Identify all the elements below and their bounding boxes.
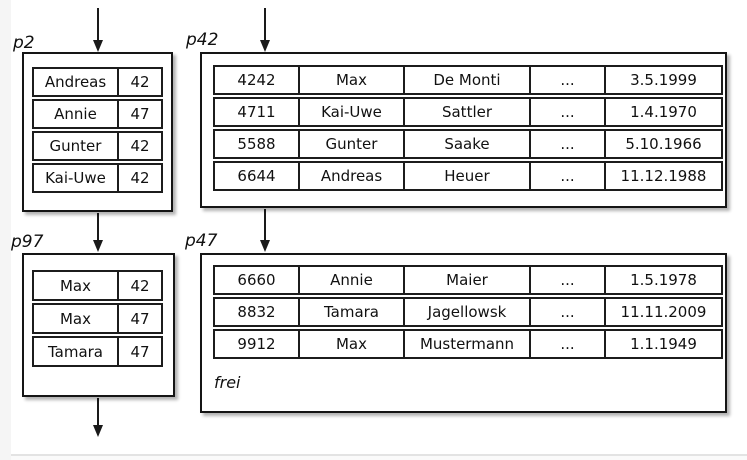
page-box-p47: 6660 Annie Maier ... 1.5.1978 8832 Tamar… bbox=[200, 253, 727, 413]
table-cell: Max bbox=[298, 331, 403, 357]
table-cell: ... bbox=[529, 331, 604, 357]
table-cell: Tamara bbox=[47, 342, 104, 361]
table-cell: Max bbox=[59, 276, 91, 295]
table-cell: ... bbox=[529, 163, 604, 189]
table-cell: Gunter bbox=[298, 131, 403, 157]
table-cell: 1.4.1970 bbox=[604, 99, 721, 125]
table-cell: ... bbox=[529, 299, 604, 325]
arrowhead-down-icon bbox=[260, 240, 270, 252]
slide-footer-line bbox=[11, 454, 747, 456]
arrowhead-down-icon bbox=[93, 240, 103, 252]
page-label-p42: p42 bbox=[186, 30, 219, 50]
table-row: Gunter 42 bbox=[32, 131, 163, 161]
arrow-stem bbox=[264, 209, 266, 241]
page-box-p2: Andreas 42 Annie 47 Gunter 42 Kai-Uwe 42 bbox=[22, 52, 173, 212]
page-table-p47: 6660 Annie Maier ... 1.5.1978 8832 Tamar… bbox=[213, 265, 723, 359]
table-cell: Max bbox=[59, 309, 91, 328]
table-cell: 47 bbox=[117, 101, 161, 127]
table-cell: 11.12.1988 bbox=[604, 163, 721, 189]
table-row: Max 42 bbox=[32, 270, 163, 301]
table-row: Max 47 bbox=[32, 303, 163, 334]
table-cell: Annie bbox=[54, 105, 97, 123]
table-cell: Annie bbox=[298, 267, 403, 293]
table-cell: ... bbox=[529, 67, 604, 93]
page-label-p97: p97 bbox=[11, 232, 44, 252]
table-cell: 47 bbox=[117, 338, 161, 365]
table-cell: 8832 bbox=[237, 303, 276, 321]
table-row: 9912 Max Mustermann ... 1.1.1949 bbox=[213, 329, 723, 359]
table-cell: Tamara bbox=[298, 299, 403, 325]
table-cell: 5588 bbox=[237, 135, 276, 153]
table-cell: 3.5.1999 bbox=[604, 67, 721, 93]
slide-footer-area bbox=[11, 456, 747, 460]
page-label-p2: p2 bbox=[13, 33, 35, 53]
table-cell: Maier bbox=[403, 267, 529, 293]
arrow-stem bbox=[97, 398, 99, 426]
table-cell: 4242 bbox=[237, 71, 276, 89]
table-row: 6644 Andreas Heuer ... 11.12.1988 bbox=[213, 161, 723, 191]
table-cell: 42 bbox=[117, 165, 161, 191]
table-cell: 11.11.2009 bbox=[604, 299, 721, 325]
table-row: Tamara 47 bbox=[32, 336, 163, 367]
table-cell: Mustermann bbox=[403, 331, 529, 357]
table-cell: ... bbox=[529, 99, 604, 125]
page-table-p2: Andreas 42 Annie 47 Gunter 42 Kai-Uwe 42 bbox=[32, 67, 163, 193]
table-cell: Jagellowsk bbox=[403, 299, 529, 325]
table-row: Annie 47 bbox=[32, 99, 163, 129]
table-cell: Kai-Uwe bbox=[298, 99, 403, 125]
table-cell: ... bbox=[529, 131, 604, 157]
table-cell: Sattler bbox=[403, 99, 529, 125]
free-space-label: frei bbox=[214, 373, 241, 392]
table-row: 8832 Tamara Jagellowsk ... 11.11.2009 bbox=[213, 297, 723, 327]
table-cell: Saake bbox=[403, 131, 529, 157]
arrow-stem bbox=[264, 8, 266, 41]
table-row: Andreas 42 bbox=[32, 67, 163, 97]
table-cell: 6644 bbox=[237, 167, 276, 185]
table-cell: 9912 bbox=[237, 335, 276, 353]
table-cell: Gunter bbox=[49, 137, 102, 155]
table-cell: Max bbox=[298, 67, 403, 93]
page-box-p42: 4242 Max De Monti ... 3.5.1999 4711 Kai-… bbox=[200, 52, 727, 208]
table-cell: 1.5.1978 bbox=[604, 267, 721, 293]
table-cell: Kai-Uwe bbox=[45, 169, 106, 187]
table-row: 4711 Kai-Uwe Sattler ... 1.4.1970 bbox=[213, 97, 723, 127]
table-row: Kai-Uwe 42 bbox=[32, 163, 163, 193]
table-cell: 4711 bbox=[237, 103, 276, 121]
table-row: 6660 Annie Maier ... 1.5.1978 bbox=[213, 265, 723, 295]
arrowhead-down-icon bbox=[93, 40, 103, 52]
table-cell: 42 bbox=[117, 133, 161, 159]
table-cell: 5.10.1966 bbox=[604, 131, 721, 157]
arrowhead-down-icon bbox=[93, 425, 103, 437]
table-cell: Andreas bbox=[44, 73, 107, 91]
page-table-p42: 4242 Max De Monti ... 3.5.1999 4711 Kai-… bbox=[213, 65, 723, 191]
arrow-stem bbox=[97, 8, 99, 41]
table-cell: 42 bbox=[117, 272, 161, 299]
arrow-stem bbox=[97, 213, 99, 241]
table-row: 5588 Gunter Saake ... 5.10.1966 bbox=[213, 129, 723, 159]
table-row: 4242 Max De Monti ... 3.5.1999 bbox=[213, 65, 723, 95]
table-cell: 6660 bbox=[237, 271, 276, 289]
table-cell: 47 bbox=[117, 305, 161, 332]
table-cell: 1.1.1949 bbox=[604, 331, 721, 357]
table-cell: De Monti bbox=[403, 67, 529, 93]
page-edge-strip bbox=[0, 0, 11, 460]
page-box-p97: Max 42 Max 47 Tamara 47 bbox=[22, 253, 175, 397]
page-label-p47: p47 bbox=[185, 231, 218, 251]
table-cell: 42 bbox=[117, 69, 161, 95]
page-table-p97: Max 42 Max 47 Tamara 47 bbox=[32, 270, 163, 367]
arrowhead-down-icon bbox=[260, 40, 270, 52]
table-cell: Heuer bbox=[403, 163, 529, 189]
table-cell: ... bbox=[529, 267, 604, 293]
table-cell: Andreas bbox=[298, 163, 403, 189]
